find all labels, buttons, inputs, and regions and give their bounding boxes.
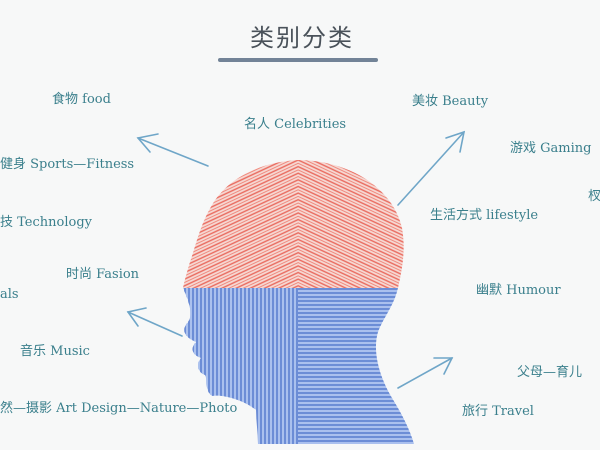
category-food: 食物 food: [52, 92, 111, 107]
category-beauty: 美妆 Beauty: [412, 94, 489, 109]
arrow-upper-right: [397, 130, 466, 206]
category-gaming: 游戏 Gaming: [510, 141, 592, 156]
arrow-upper-left: [136, 133, 209, 167]
diagram-title: 类别分类: [250, 24, 354, 52]
brain-right-shape: [298, 160, 404, 288]
arrow-lower-left: [126, 307, 183, 337]
brain-left-shape: [183, 160, 298, 288]
category-music: 音乐 Music: [20, 344, 90, 359]
category-animals: als: [0, 287, 19, 302]
category-lifestyle: 生活方式 lifestyle: [430, 208, 539, 223]
neck-right-shape: [298, 288, 414, 444]
category-travel: 旅行 Travel: [462, 404, 534, 419]
category-art: 然—摄影 Art Design—Nature—Photo: [0, 401, 238, 416]
category-sports: 健身 Sports—Fitness: [0, 157, 135, 172]
face-left-shape: [183, 288, 298, 444]
category-technology: 技 Technology: [0, 215, 92, 230]
title-underline: [218, 58, 378, 62]
arrow-lower-right: [397, 357, 454, 389]
category-celebrities: 名人 Celebrities: [244, 117, 347, 132]
category-edge-right: 杈: [588, 189, 600, 204]
category-humour: 幽默 Humour: [476, 283, 561, 298]
category-parenting: 父母—育儿: [517, 365, 583, 380]
category-fashion: 时尚 Fasion: [66, 267, 140, 282]
